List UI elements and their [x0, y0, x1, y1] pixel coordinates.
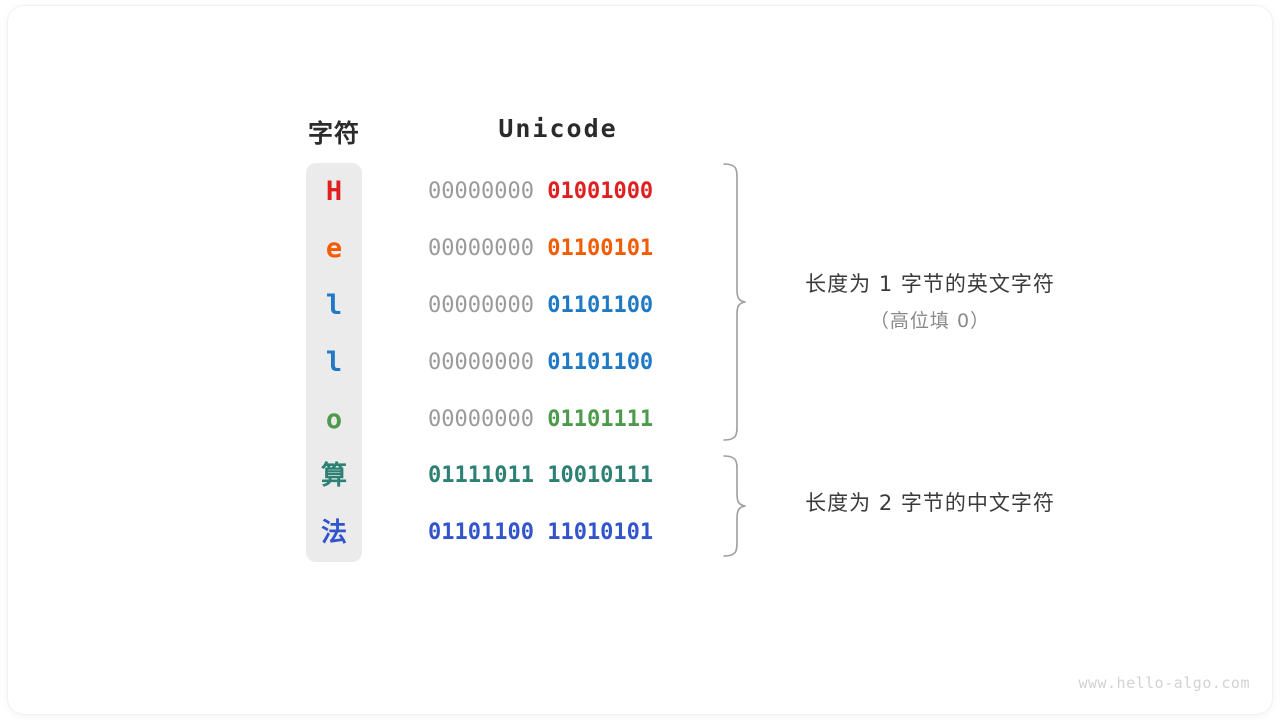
row-character: l	[325, 290, 343, 321]
annotation-2-byte: 长度为 2 字节的中文字符	[770, 487, 1090, 517]
row-unicode-bits: 01111011 10010111	[428, 457, 688, 495]
bits-low-byte: 01101100	[547, 350, 654, 375]
row-unicode-bits: 00000000 01101100	[428, 287, 688, 325]
brace-2-byte	[723, 455, 746, 557]
row-character: 算	[320, 461, 347, 491]
bits-high-byte: 00000000	[428, 350, 548, 375]
row-unicode-bits: 00000000 01001000	[428, 173, 688, 211]
row-character: o	[325, 404, 343, 435]
column-header-unicode: Unicode	[498, 114, 618, 143]
row-character: l	[325, 347, 343, 378]
bits-low-byte: 01101100 11010101	[428, 520, 654, 545]
annotation-1-sub: （高位填 0）	[869, 310, 991, 332]
bits-high-byte: 00000000	[428, 407, 548, 432]
bits-low-byte: 01101100	[547, 293, 654, 318]
site-watermark: www.hello-algo.com	[1078, 674, 1250, 692]
bits-high-byte: 00000000	[428, 179, 548, 204]
row-unicode-bits: 01101100 11010101	[428, 514, 688, 552]
row-unicode-bits: 00000000 01100101	[428, 230, 688, 268]
row-unicode-bits: 00000000 01101100	[428, 344, 688, 382]
bits-high-byte: 00000000	[428, 236, 548, 261]
row-character: e	[325, 233, 343, 264]
brace-1-byte	[723, 163, 746, 441]
row-unicode-bits: 00000000 01101111	[428, 401, 688, 439]
annotation-1-byte: 长度为 1 字节的英文字符 （高位填 0）	[770, 268, 1090, 333]
annotation-2-main: 长度为 2 字节的中文字符	[805, 491, 1055, 515]
page-card	[8, 6, 1272, 714]
character-column-panel	[306, 163, 362, 562]
bits-low-byte: 01100101	[547, 236, 654, 261]
bits-low-byte: 01111011 10010111	[428, 463, 654, 488]
bits-low-byte: 01101111	[547, 407, 654, 432]
row-character: H	[325, 176, 343, 207]
bits-high-byte: 00000000	[428, 293, 548, 318]
column-header-character: 字符	[307, 120, 360, 148]
bits-low-byte: 01001000	[547, 179, 654, 204]
row-character: 法	[320, 518, 347, 548]
annotation-1-main: 长度为 1 字节的英文字符	[805, 272, 1055, 296]
